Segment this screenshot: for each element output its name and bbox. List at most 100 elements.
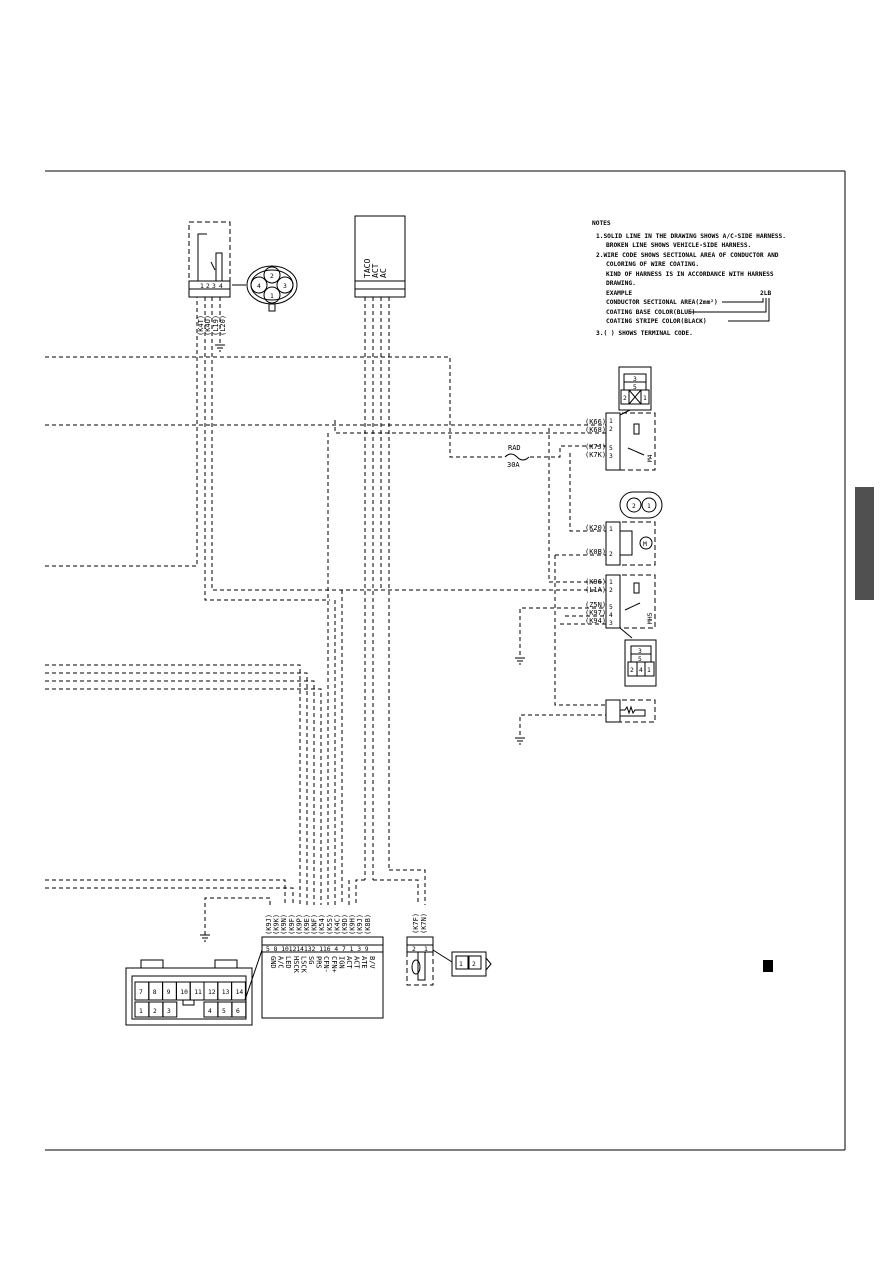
pin-function-label: IGN [337, 956, 345, 969]
pin-function-label: HSCK [292, 956, 300, 974]
svg-text:(K4T): (K4T) [197, 315, 205, 336]
pin-function-label: ACT [353, 956, 361, 969]
svg-text:2: 2 [206, 283, 210, 290]
pin-function-label: ATE [360, 956, 368, 969]
svg-text:30A: 30A [507, 461, 520, 469]
notes-block: NOTES 1.SOLID LINE IN THE DRAWING SHOWS … [592, 220, 786, 337]
pin-number: 8 [274, 946, 278, 953]
wire-code: (K9H) [349, 914, 357, 935]
svg-text:1: 1 [424, 946, 428, 953]
svg-text:4: 4 [219, 283, 223, 290]
svg-text:(K66): (K66) [585, 418, 606, 426]
pin-function-label: LED [284, 956, 292, 969]
svg-text:3.( ) SHOWS TERMINAL CODE.: 3.( ) SHOWS TERMINAL CODE. [596, 330, 693, 337]
pin-number: 9 [365, 946, 369, 953]
wire-code: (K5S) [326, 914, 334, 935]
svg-text:3: 3 [212, 283, 216, 290]
svg-text:4: 4 [257, 283, 261, 290]
svg-text:1: 1 [459, 961, 463, 968]
wire-code: (K9E) [303, 914, 311, 935]
harness-wires [45, 297, 606, 935]
pin-number: 12 [289, 946, 297, 953]
pin-number: 1 [350, 946, 354, 953]
svg-text:(K0B): (K0B) [585, 548, 606, 556]
wire-code: (K9N) [280, 914, 288, 935]
svg-text:2.WIRE CODE SHOWS SECTIONAL AR: 2.WIRE CODE SHOWS SECTIONAL AREA OF COND… [596, 252, 779, 259]
wire-code: (K8B) [364, 914, 372, 935]
face-pin: 3 [167, 1008, 171, 1015]
relay-1-face-icon: 3 5 2 1 [618, 366, 652, 416]
svg-text:(L19): (L19) [212, 315, 220, 336]
svg-text:1: 1 [270, 293, 274, 300]
svg-text:2: 2 [609, 426, 613, 433]
svg-text:(K68): (K68) [585, 426, 606, 434]
svg-text:(K7J): (K7J) [585, 443, 606, 451]
svg-text:2LB: 2LB [760, 290, 771, 297]
face-pin: 10 [180, 989, 188, 996]
fuse-rad: RAD 30A [504, 444, 530, 469]
svg-text:2: 2 [623, 395, 627, 402]
frame [45, 170, 846, 1151]
svg-text:(K94): (K94) [585, 617, 606, 625]
ground-icon [200, 344, 525, 942]
pin-function-label: CFN- [322, 956, 330, 973]
face-pin: 5 [222, 1008, 226, 1015]
pin-number: 7 [342, 946, 346, 953]
pin-function-label: B/V [368, 956, 376, 969]
svg-text:3: 3 [638, 648, 642, 655]
section-tab[interactable] [855, 487, 874, 600]
svg-text:(L20): (L20) [219, 315, 227, 336]
pin-function-label: CFN+ [330, 956, 338, 973]
face-pin: 6 [236, 1008, 240, 1015]
face-pin: 11 [194, 989, 202, 996]
wire-code: (KNF) [311, 914, 319, 935]
svg-text:2: 2 [632, 503, 636, 510]
relay-2: 1 2 5 4 3 MH5 (K96) (L1A) (Z5N) (K97) (K… [585, 574, 656, 629]
face-pin: 4 [208, 1008, 212, 1015]
wire-code: (K9K) [273, 914, 281, 935]
pin-number: 3 [357, 946, 361, 953]
svg-text:2: 2 [630, 667, 634, 674]
pin-number: 11 [319, 946, 327, 953]
svg-text:1: 1 [609, 418, 613, 425]
svg-text:(K97): (K97) [585, 609, 606, 617]
svg-text:3: 3 [609, 453, 613, 460]
wire-code: (K9F) [288, 914, 296, 935]
svg-text:(K20): (K20) [585, 524, 606, 532]
svg-text:(K7F): (K7F) [412, 913, 420, 934]
svg-text:TACO: TACO [363, 259, 372, 278]
svg-text:1: 1 [609, 579, 613, 586]
relay-1: 1 2 5 3 M4 (K66) (K68) (K7J) (K7K) [585, 412, 656, 471]
svg-text:(K7K): (K7K) [585, 451, 606, 459]
motor-face-icon: 2 1 [619, 491, 663, 519]
thermistor: 2 1 (K7F) (K7N) [406, 913, 453, 986]
wire-code: (K9D) [341, 914, 349, 935]
pin-number: 6 [327, 946, 331, 953]
svg-text:COLORING OF WIRE COATING.: COLORING OF WIRE COATING. [606, 261, 699, 268]
sensor-unit: TACO ACT AC [354, 215, 406, 298]
svg-text:(Z5N): (Z5N) [585, 601, 606, 609]
pin-function-label: PRS [315, 956, 323, 969]
svg-text:1: 1 [647, 503, 651, 510]
relay-2-face-icon: 3 5 2 4 1 [619, 627, 657, 687]
wire-code: (K54) [318, 914, 326, 935]
svg-text:5: 5 [609, 445, 613, 452]
wire-code: (K9P) [295, 914, 303, 935]
svg-text:3: 3 [283, 283, 287, 290]
svg-text:COATING STRIPE COLOR(BLACK): COATING STRIPE COLOR(BLACK) [606, 318, 707, 325]
svg-text:1.SOLID LINE IN THE DRAWING SH: 1.SOLID LINE IN THE DRAWING SHOWS A/C-SI… [596, 233, 786, 240]
svg-text:(K4U): (K4U) [204, 315, 212, 336]
wire-code: (K4C) [333, 914, 341, 935]
svg-text:2: 2 [412, 946, 416, 953]
svg-text:COATING BASE COLOR(BLUE): COATING BASE COLOR(BLUE) [606, 309, 695, 316]
svg-text:3: 3 [609, 620, 613, 627]
svg-text:1: 1 [609, 526, 613, 533]
pin-function-label: SG [307, 956, 315, 964]
svg-text:KIND OF HARNESS IS IN ACCORDAN: KIND OF HARNESS IS IN ACCORDANCE WITH HA… [606, 271, 774, 278]
switch-connector-face-icon: 2 4 3 1 [232, 265, 298, 312]
svg-text:AC: AC [379, 268, 388, 278]
face-pin: 9 [167, 989, 171, 996]
